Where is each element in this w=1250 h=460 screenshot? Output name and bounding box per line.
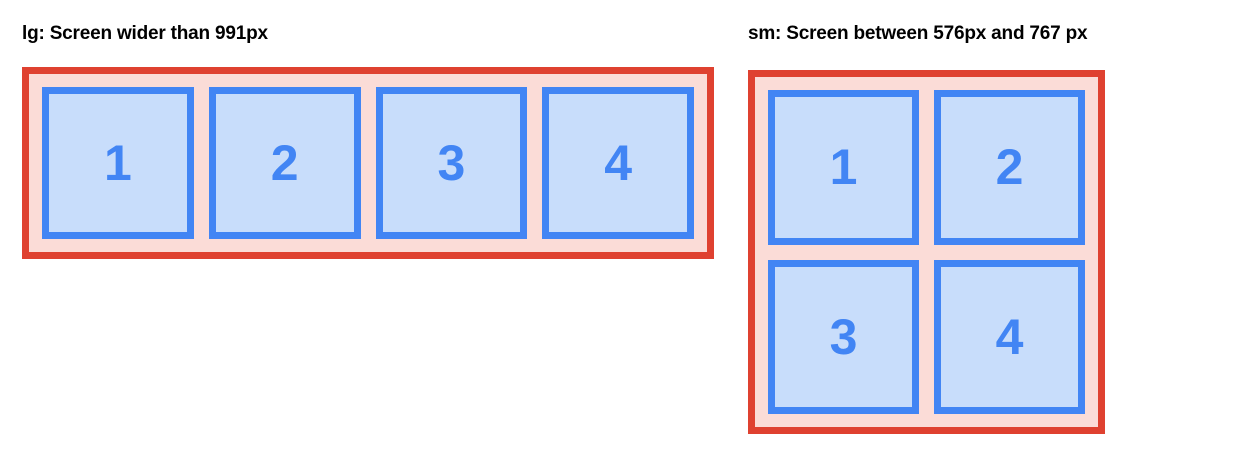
- grid-row-bottom: 3 4: [768, 259, 1085, 414]
- grid-cell-sm-1: 1: [768, 90, 919, 245]
- cell-number-label: 4: [604, 135, 633, 191]
- cell-number-label: 2: [270, 135, 299, 191]
- grid-cell-sm-4: 4: [934, 259, 1085, 414]
- cell-number-label: 3: [437, 135, 466, 191]
- container-sm: 1 2 3 4: [748, 70, 1105, 434]
- container-lg: 1 2 3 4: [22, 67, 714, 259]
- grid-cell-lg-3: 3: [375, 87, 528, 239]
- cell-number-label: 3: [829, 308, 858, 365]
- grid-cell-lg-4: 4: [542, 87, 694, 239]
- panel-label-sm: sm: Screen between 576px and 767 px: [748, 23, 1088, 44]
- cell-number-label: 1: [103, 135, 132, 191]
- grid-cell-sm-3: 3: [768, 259, 919, 414]
- grid-cell-lg-1: 1: [42, 87, 194, 239]
- panel-label-lg: lg: Screen wider than 991px: [22, 23, 268, 44]
- cell-number-label: 2: [995, 139, 1024, 196]
- grid-cell-sm-2: 2: [934, 90, 1085, 245]
- breakpoint-panel-sm: sm: Screen between 576px and 767 px 1 2 …: [748, 23, 1105, 434]
- cell-number-label: 1: [829, 139, 858, 196]
- grid-cell-lg-2: 2: [208, 87, 361, 239]
- breakpoint-panel-lg: lg: Screen wider than 991px 1 2 3 4: [22, 23, 714, 259]
- grid-row-top: 1 2: [768, 90, 1085, 245]
- cell-number-label: 4: [995, 308, 1024, 365]
